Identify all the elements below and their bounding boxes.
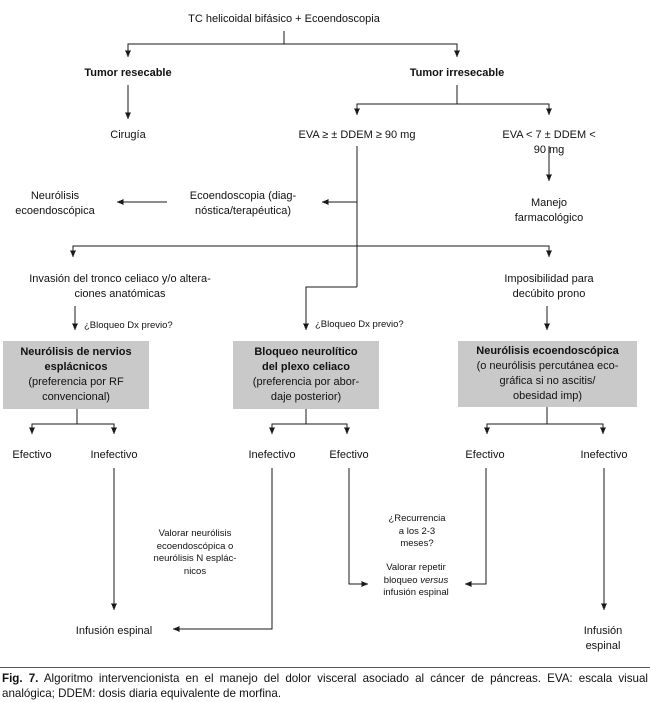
arrow-box2-inefectivo <box>269 423 306 434</box>
node-invasion-tronco-celiaco: Invasión del tronco celiaco y/o altera- … <box>29 273 211 300</box>
figure-caption-label: Fig. 7. <box>2 672 39 685</box>
outcome-box3-inefectivo: Inefectivo <box>580 449 628 461</box>
box-bloqueo-plexo-celiaco-title: Bloqueo neurolítico del plexo celiaco <box>254 346 358 374</box>
note-valorar-repetir-post: infusión espinal <box>383 587 449 599</box>
arrow-jog-middle-box <box>303 286 357 330</box>
arrow-branch-imposibilidad <box>357 245 552 257</box>
outcome-box1-efectivo: Efectivo <box>12 449 52 461</box>
outcome-box2-efectivo: Efectivo <box>329 449 369 461</box>
arrow-box1-efectivo <box>29 423 77 434</box>
arrow-split-eva-low <box>457 103 552 115</box>
node-manejo-farmacologico: Manejo farmacológico <box>514 197 584 224</box>
arrow-efectivo3-valorar <box>465 468 487 587</box>
box-neurolisis-ecoendoscopica: Neurólisis ecoendoscópica (o neurólisis … <box>458 341 637 407</box>
node-infusion-espinal-right: Infusión espinal <box>583 625 623 652</box>
node-eva-low: EVA < 7 ± DDEM < 90 mg <box>502 129 596 156</box>
label-bloqueo-dx-previo-left: ¿Bloqueo Dx previo? <box>84 320 173 331</box>
arrow-box1-inefectivo <box>77 423 117 434</box>
arrow-box3-efectivo <box>484 423 547 434</box>
caption-divider <box>0 667 650 668</box>
node-imposibilidad-decubito: Imposibilidad para decúbito prono <box>504 273 594 300</box>
figure-caption-text: Algoritmo intervencionista en el manejo … <box>2 672 648 701</box>
arrow-split-resecable <box>125 43 284 57</box>
box-neurolisis-esplacnicos-title: Neurólisis de nervios esplácnicos <box>20 346 132 374</box>
node-tumor-irresecable: Tumor irresecable <box>409 67 505 79</box>
note-valorar-repetir-pre: Valorar repetir bloqueo <box>383 562 446 586</box>
node-cirugia: Cirugía <box>110 129 146 141</box>
box-bloqueo-plexo-celiaco: Bloqueo neurolítico del plexo celiaco (p… <box>233 341 379 409</box>
node-title: TC helicoidal bifásico + Ecoendoscopia <box>188 13 380 25</box>
arrow-split-irresecable <box>284 43 460 57</box>
note-valorar-repetir: Valorar repetir bloqueo versus infusión … <box>375 562 457 600</box>
arrow-box3-inefectivo <box>547 423 606 434</box>
box-neurolisis-esplacnicos-sub: (preferencia por RF convencional) <box>28 376 124 403</box>
arrow-split-eva-high <box>354 103 457 115</box>
box-bloqueo-plexo-celiaco-sub: (preferencia por abor- daje posterior) <box>252 376 360 403</box>
note-valorar-repetir-versus: versus <box>420 574 449 586</box>
node-ecoendoscopia: Ecoendoscopia (diag- nóstica/terapéutica… <box>189 190 297 217</box>
arrow-inefectivo2-infusion <box>173 468 273 632</box>
arrow-box2-efectivo <box>306 423 350 434</box>
node-tumor-resecable: Tumor resecable <box>84 67 172 79</box>
note-valorar-neurolisis: Valorar neurólisis ecoendoscópica o neur… <box>153 528 237 577</box>
outcome-box2-inefectivo: Inefectivo <box>248 449 296 461</box>
arrow-efectivo2-valorar <box>348 468 368 587</box>
figure-caption: Fig. 7. Algoritmo intervencionista en el… <box>2 671 648 701</box>
label-bloqueo-dx-previo-mid: ¿Bloqueo Dx previo? <box>315 319 404 330</box>
arrow-branch-invasion <box>70 245 357 257</box>
node-neurolisis-ecoendoscopica: Neurólisis ecoendoscópica <box>15 190 95 217</box>
note-recurrencia: ¿Recurrencia a los 2-3 meses? <box>388 513 446 550</box>
node-eva-high: EVA ≥ ± DDEM ≥ 90 mg <box>298 129 416 141</box>
node-infusion-espinal-left: Infusión espinal <box>75 625 153 637</box>
box-neurolisis-ecoendoscopica-title: Neurólisis ecoendoscópica <box>476 345 619 358</box>
box-neurolisis-esplacnicos: Neurólisis de nervios esplácnicos (prefe… <box>3 341 149 409</box>
box-neurolisis-ecoendoscopica-sub: (o neurólisis percutánea eco- gráfica si… <box>476 360 619 402</box>
outcome-box3-efectivo: Efectivo <box>465 449 505 461</box>
outcome-box1-inefectivo: Inefectivo <box>90 449 138 461</box>
